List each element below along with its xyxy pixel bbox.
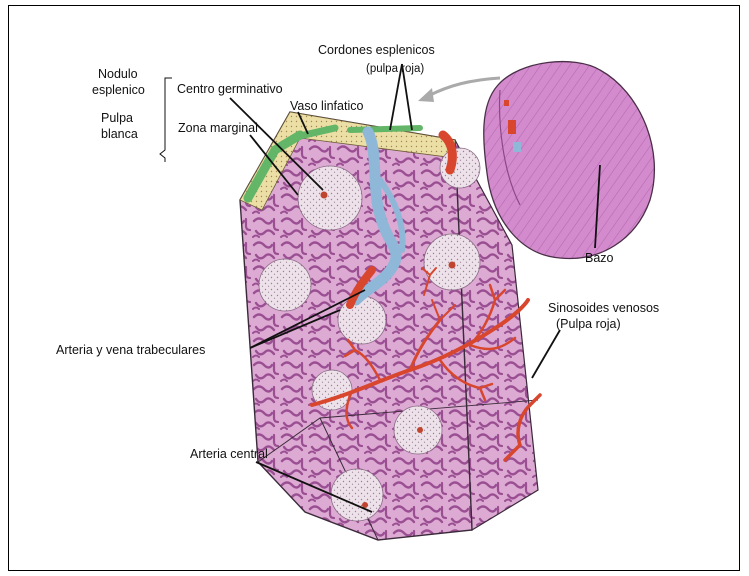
follicle <box>331 469 383 521</box>
follicle <box>259 259 311 311</box>
label-cordones-1: Cordones esplenicos <box>318 43 435 57</box>
zoom-arrow <box>428 78 500 96</box>
spleen-hilum-vein <box>513 142 521 152</box>
label-arteria-central: Arteria central <box>190 447 268 461</box>
label-sinusoides-1: Sinosoides venosos <box>548 301 659 315</box>
label-arteria-vena: Arteria y vena trabeculares <box>56 343 205 357</box>
label-cordones-2: (pulpa roja) <box>366 63 424 75</box>
lymphatic-vessel-segment <box>350 128 420 130</box>
central-artery-dot <box>321 192 328 199</box>
label-zona-marginal: Zona marginal <box>178 121 258 135</box>
label-pulpa-blanca-2: blanca <box>101 127 138 141</box>
central-artery-dot <box>417 427 423 433</box>
label-centro-germinativo: Centro germinativo <box>177 82 283 96</box>
label-bazo: Bazo <box>585 251 614 265</box>
white-pulp-bracket <box>160 78 172 162</box>
zoom-arrow-head <box>418 88 434 102</box>
spleen-hilum-vessel <box>504 100 509 106</box>
spleen-hilum-artery <box>508 120 516 134</box>
follicle <box>338 296 386 344</box>
label-nodulo-1: Nodulo <box>98 67 138 81</box>
label-sinusoides-2: (Pulpa roja) <box>556 317 621 331</box>
central-artery-dot <box>449 262 456 269</box>
whole-spleen <box>484 62 655 259</box>
label-vaso-linfatico: Vaso linfatico <box>290 99 363 113</box>
label-pulpa-blanca-1: Pulpa <box>101 111 133 125</box>
label-nodulo-2: esplenico <box>92 83 145 97</box>
spleen-body <box>484 62 655 259</box>
